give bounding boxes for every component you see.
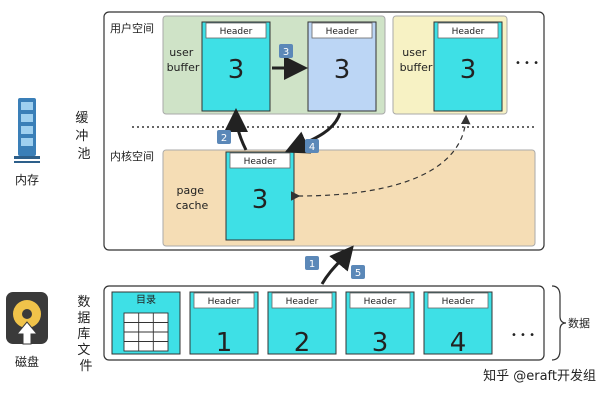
arrow-cache-to-user — [224, 108, 249, 151]
db-file-char-4: 文 — [77, 343, 90, 358]
user-buffer-1-label: user buffer — [167, 46, 200, 74]
cache-page-value: 3 — [252, 185, 269, 215]
watermark-fill: 知乎 @eraft开发组 — [483, 368, 596, 384]
disk-page-3-header: Header — [364, 297, 397, 307]
user-page-b-header: Header — [326, 27, 359, 37]
step-badge-3-text: 3 — [283, 47, 289, 58]
disk-page-4-value: 4 — [450, 328, 467, 358]
disk-page-1-header: Header — [208, 297, 241, 307]
user-buffer-2-label-line2: buffer — [400, 61, 433, 74]
buffer-pool-char-3: 池 — [77, 147, 90, 162]
watermark: 知乎 @eraft开发组 — [483, 368, 596, 384]
db-file-char-5: 件 — [79, 359, 92, 374]
catalog-grid — [123, 312, 169, 352]
user-page-b-header-chip — [311, 22, 373, 39]
user-buffer-1-label-line2: buffer — [167, 61, 200, 74]
user-buffer-1-label-line1: user — [169, 46, 193, 59]
step-badge-4-text: 4 — [309, 142, 315, 153]
user-page-b-value: 3 — [334, 55, 351, 85]
db-file-char-1: 数 — [77, 295, 90, 310]
data-brace — [551, 285, 567, 361]
buffer-pool-char-1: 缓 — [75, 111, 88, 126]
step-badge-2: 2 — [217, 130, 231, 144]
disk-page-1-value: 1 — [216, 328, 233, 358]
step-badge-2-text: 2 — [221, 133, 227, 144]
user-space-label: 用户空间 — [110, 21, 154, 35]
disk-label: 磁盘 — [15, 354, 39, 369]
kernel-space-label: 内核空间 — [110, 149, 154, 163]
user-page-c-value: 3 — [460, 55, 477, 85]
page-cache-label: page cache — [176, 184, 209, 212]
step-badge-4: 4 — [305, 139, 319, 153]
step-badge-3: 3 — [279, 44, 293, 58]
db-file-char-2: 据 — [77, 311, 90, 326]
disk-page-2-value: 2 — [294, 328, 311, 358]
disk-page-4-header-chip — [427, 292, 489, 309]
step-badge-1-text: 1 — [309, 259, 315, 270]
user-page-c-header-chip — [437, 22, 499, 39]
arrow-disk-to-cache — [320, 245, 354, 285]
disk-page-3-header-chip — [349, 292, 411, 309]
disk-page-2-header: Header — [286, 297, 319, 307]
user-ellipsis: • • • — [515, 58, 539, 69]
user-page-a-value: 3 — [228, 55, 245, 85]
page-cache-label-line2: cache — [176, 199, 209, 212]
disk-ellipsis: • • • — [511, 330, 535, 341]
memory-label: 内存 — [15, 173, 39, 187]
memory-icon — [14, 98, 40, 163]
user-page-c-header: Header — [452, 27, 485, 37]
disk-page-4-header: Header — [442, 297, 475, 307]
db-file-char-3: 库 — [77, 326, 90, 342]
step-badge-5-text: 5 — [355, 268, 361, 279]
step-badge-1: 1 — [305, 256, 319, 270]
user-page-a-header-chip — [205, 22, 267, 39]
page-cache-box — [162, 149, 536, 247]
user-buffer-2-label-line1: user — [402, 46, 426, 59]
db-file-vertical-label: 数 据 库 文 件 — [77, 295, 94, 374]
catalog-title: 目录 — [136, 294, 156, 306]
user-page-a-header: Header — [220, 27, 253, 37]
data-label: 数据 — [568, 316, 590, 330]
step-badge-5: 5 — [351, 265, 365, 279]
buffer-pool-vertical-label: 缓 冲 池 — [75, 111, 92, 162]
page-cache-label-line1: page — [177, 184, 205, 197]
disk-icon — [6, 292, 48, 345]
cache-page-header-chip — [229, 152, 291, 169]
cache-page-header: Header — [244, 157, 277, 167]
buffer-pool-char-2: 冲 — [75, 129, 88, 144]
user-buffer-2-label: user buffer — [400, 46, 433, 74]
disk-page-1-header-chip — [193, 292, 255, 309]
disk-page-3-value: 3 — [372, 328, 389, 358]
disk-page-2-header-chip — [271, 292, 333, 309]
